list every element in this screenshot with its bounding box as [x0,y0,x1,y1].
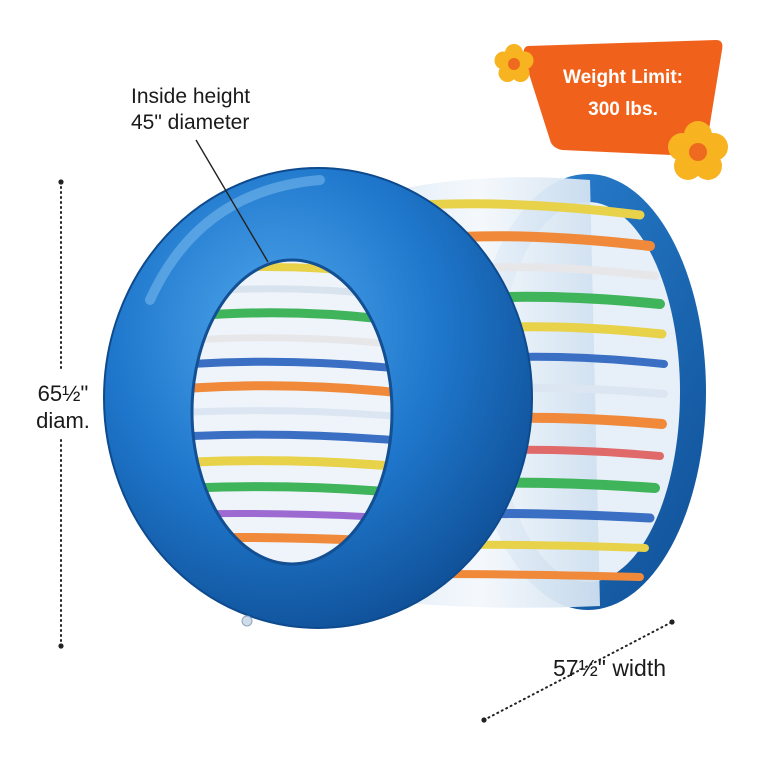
flower-icon [494,44,534,82]
inside-height-line2: 45" diameter [131,111,250,134]
weight-limit-title: Weight Limit: [563,67,683,88]
weight-limit-value: 300 lbs. [588,99,658,120]
inside-height-line1: Inside height [131,85,251,108]
weight-limit-badge [523,40,723,157]
height-value: 65½" [37,381,89,406]
width-dimension-line [483,621,673,721]
width-dimension-label: 57½" width [553,655,667,681]
height-dimension-label: 65½" diam. [18,380,108,434]
valve [241,615,253,627]
inside-height-leader [195,139,269,263]
height-unit: diam. [36,408,90,433]
inside-height-label: Inside height 45" diameter [131,84,250,136]
weight-limit-text: Weight Limit: 300 lbs. [538,62,708,126]
flower-icon [668,121,728,180]
